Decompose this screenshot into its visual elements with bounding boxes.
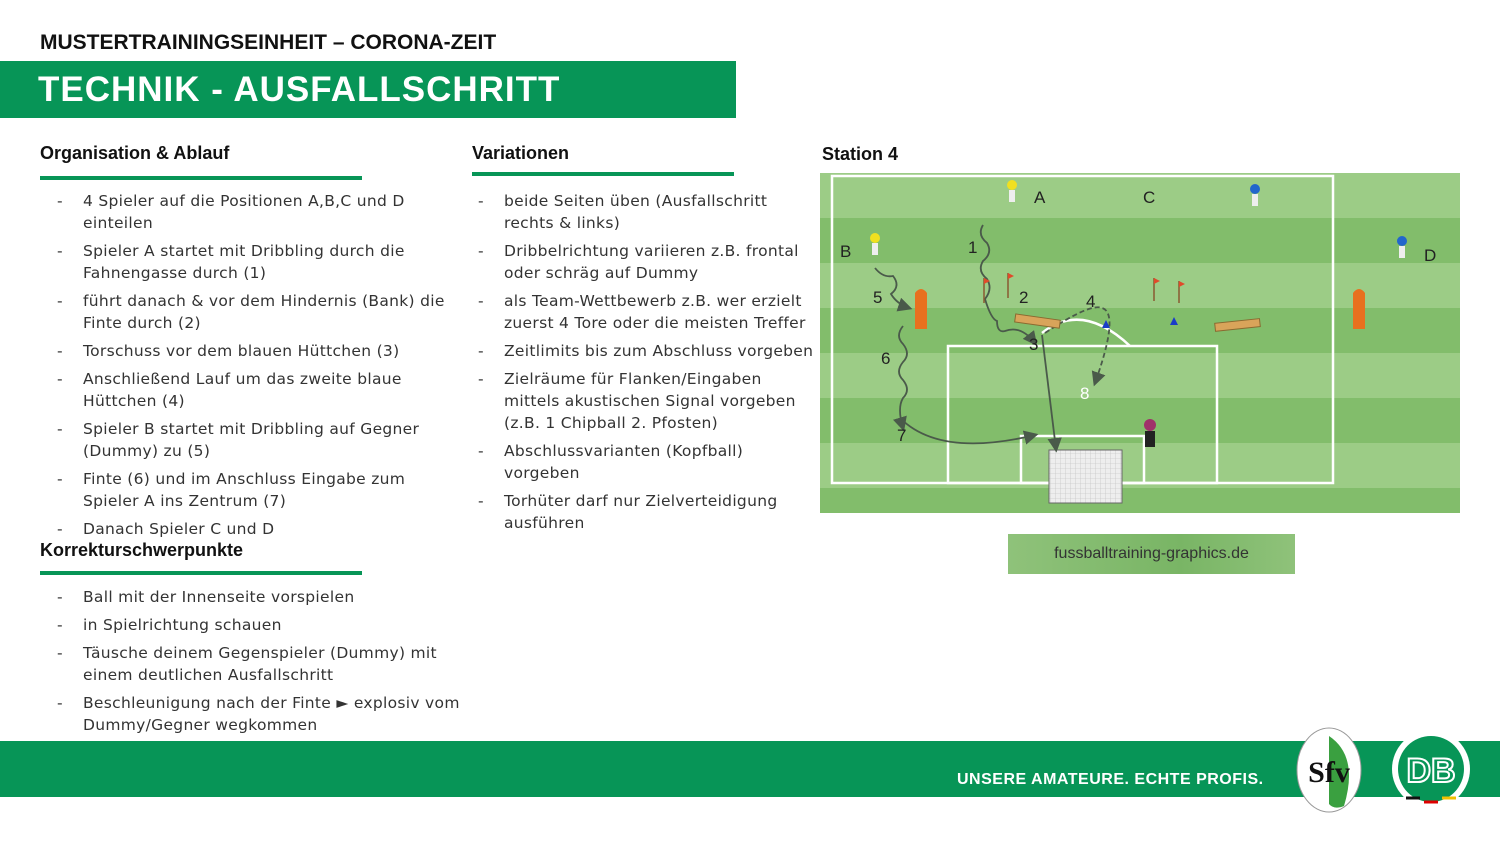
list-item: Danach Spieler C und D — [57, 518, 447, 540]
sfv-logo: Sfv — [1296, 727, 1362, 813]
credit-watermark: fussballtraining-graphics.de — [1008, 534, 1295, 574]
list-item: Spieler A startet mit Dribbling durch di… — [57, 240, 447, 284]
kicker: MUSTERTRAININGSEINHEIT – CORONA-ZEIT — [40, 31, 497, 54]
step-8: 8 — [1080, 384, 1089, 403]
label-c: C — [1143, 188, 1155, 207]
step-6: 6 — [881, 349, 890, 368]
list-item: beide Seiten üben (Ausfallschritt rechts… — [478, 190, 818, 234]
korrektur-list: Ball mit der Innenseite vorspielen in Spi… — [57, 586, 467, 742]
list-item: Torschuss vor dem blauen Hüttchen (3) — [57, 340, 447, 362]
step-1: 1 — [968, 238, 977, 257]
list-item: Torhüter darf nur Zielverteidigung ausfü… — [478, 490, 818, 534]
dfb-logo: DB — [1392, 730, 1470, 808]
list-item: Anschließend Lauf um das zweite blaue Hü… — [57, 368, 447, 412]
list-item: in Spielrichtung schauen — [57, 614, 467, 636]
label-a: A — [1034, 188, 1046, 207]
players — [870, 180, 1407, 447]
organisation-list: 4 Spieler auf die Positionen A,B,C und D… — [57, 190, 447, 546]
step-3: 3 — [1029, 335, 1038, 354]
title-bar — [0, 61, 736, 118]
list-item: Ball mit der Innenseite vorspielen — [57, 586, 467, 608]
footer-bar — [0, 741, 1500, 797]
list-item: Zielräume für Flanken/Eingaben mittels a… — [478, 368, 818, 434]
list-item: Beschleunigung nach der Finte ► explosiv… — [57, 692, 467, 736]
list-item: führt danach & vor dem Hindernis (Bank) … — [57, 290, 447, 334]
list-item: Zeitlimits bis zum Abschluss vorgeben — [478, 340, 818, 362]
organisation-heading: Organisation & Ablauf — [40, 143, 230, 163]
list-item: als Team-Wettbewerb z.B. wer erzielt zue… — [478, 290, 818, 334]
page-title: TECHNIK - AUSFALLSCHRITT — [38, 70, 561, 109]
step-4: 4 — [1086, 292, 1095, 311]
label-d: D — [1424, 246, 1436, 265]
footer-slogan: UNSERE AMATEURE. ECHTE PROFIS. — [957, 771, 1264, 788]
variationen-list: beide Seiten üben (Ausfallschritt rechts… — [478, 190, 818, 540]
step-7: 7 — [897, 426, 906, 445]
korrektur-heading: Korrekturschwerpunkte — [40, 540, 244, 560]
label-b: B — [840, 242, 851, 261]
step-2: 2 — [1019, 288, 1028, 307]
goal — [1048, 449, 1123, 504]
list-item: Spieler B startet mit Dribbling auf Gegn… — [57, 418, 447, 462]
station-heading: Station 4 — [822, 144, 899, 164]
list-item: Täusche deinem Gegenspieler (Dummy) mit … — [57, 642, 467, 686]
list-item: Dribbelrichtung variieren z.B. frontal o… — [478, 240, 818, 284]
variationen-heading: Variationen — [472, 143, 570, 163]
list-item: 4 Spieler auf die Positionen A,B,C und D… — [57, 190, 447, 234]
list-item: Finte (6) und im Anschluss Eingabe zum S… — [57, 468, 447, 512]
divider — [40, 176, 362, 180]
divider — [472, 172, 734, 176]
svg-text:DB: DB — [1406, 752, 1455, 790]
list-item: Abschlussvarianten (Kopfball) vorgeben — [478, 440, 818, 484]
svg-text:Sfv: Sfv — [1308, 756, 1350, 789]
divider — [40, 571, 362, 575]
training-field-diagram: A B C D 1 2 3 4 5 6 7 8 — [820, 173, 1460, 513]
step-5: 5 — [873, 288, 882, 307]
